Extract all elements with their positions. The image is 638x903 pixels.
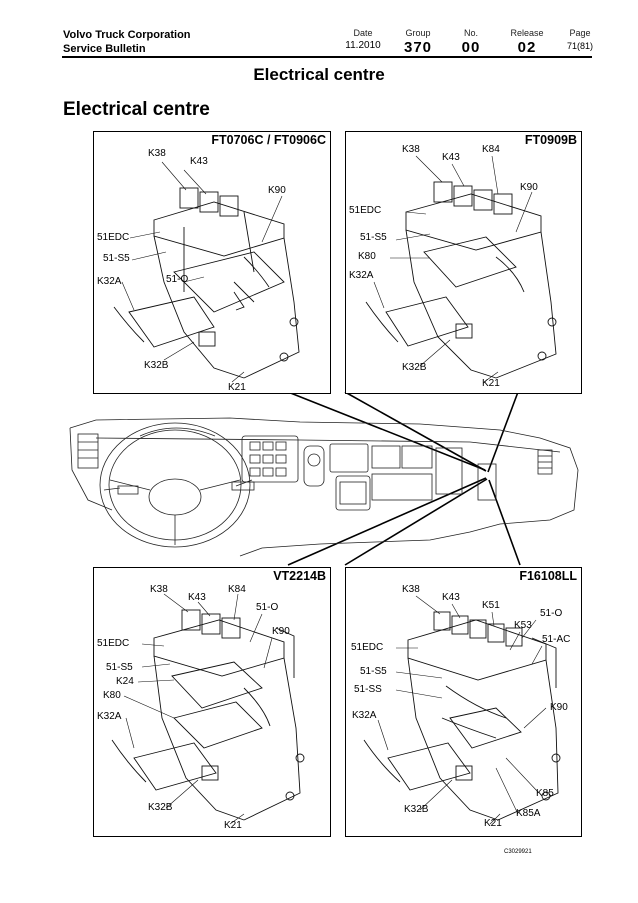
panel-title: F16108LL: [519, 569, 577, 583]
label-k38: K38: [150, 584, 168, 595]
label-51-o: 51-O: [256, 602, 279, 613]
relay-unit-drawing: [365, 155, 557, 383]
label-k21: K21: [224, 820, 242, 831]
label-k32b: K32B: [404, 804, 429, 815]
group-label: Group: [405, 28, 431, 38]
label-k90: K90: [268, 185, 286, 196]
label-k85a: K85A: [516, 808, 541, 819]
label-k84: K84: [482, 144, 500, 155]
label-k53: K53: [514, 620, 532, 631]
release-field: Release 02: [502, 27, 552, 57]
label-51edc: 51EDC: [351, 642, 384, 653]
label-k38: K38: [148, 148, 166, 159]
label-k90: K90: [272, 626, 290, 637]
label-k32b: K32B: [144, 360, 169, 371]
label-k38: K38: [402, 144, 420, 155]
label-k32b: K32B: [148, 802, 173, 813]
company-name: Volvo Truck Corporation: [63, 29, 191, 41]
page-label: Page: [569, 28, 591, 38]
label-k24: K24: [116, 676, 134, 687]
panel-title: FT0706C / FT0906C: [211, 133, 326, 147]
release-value: 02: [517, 39, 537, 56]
relay-unit-drawing: [111, 593, 305, 825]
label-k32a: K32A: [349, 270, 374, 281]
label-51-s5: 51-S5: [360, 666, 387, 677]
label-k90: K90: [520, 182, 538, 193]
label-k32a: K32A: [97, 276, 122, 287]
label-k21: K21: [484, 818, 502, 829]
section-title: Electrical centre: [63, 99, 210, 120]
label-k38: K38: [402, 584, 420, 595]
no-field: No. 00: [455, 27, 487, 57]
no-value: 00: [461, 39, 481, 56]
label-k80: K80: [103, 690, 121, 701]
label-k21: K21: [228, 382, 246, 393]
label-51edc: 51EDC: [97, 232, 130, 243]
relay-unit-drawing: [363, 595, 561, 825]
label-51-s5: 51-S5: [103, 253, 130, 264]
label-51-ac: 51-AC: [542, 634, 571, 645]
label-k51: K51: [482, 600, 500, 611]
panel-title: VT2214B: [273, 569, 326, 583]
label-k21: K21: [482, 378, 500, 389]
label-51edc: 51EDC: [97, 638, 130, 649]
label-k43: K43: [188, 592, 206, 603]
label-k43: K43: [190, 156, 208, 167]
group-field: Group 370: [398, 27, 438, 57]
page-value: 71(81): [566, 41, 593, 51]
no-label: No.: [463, 28, 478, 38]
label-51-o: 51-O: [166, 274, 189, 285]
page-title: Electrical centre: [253, 65, 385, 84]
label-k32a: K32A: [352, 710, 377, 721]
label-k85: K85: [536, 788, 554, 799]
label-51edc: 51EDC: [349, 205, 382, 216]
label-k32b: K32B: [402, 362, 427, 373]
label-51-s5: 51-S5: [106, 662, 133, 673]
panel-ft0706c: FT0706C / FT0906C: [93, 131, 331, 394]
label-51-ss: 51-SS: [354, 684, 382, 695]
label-k84: K84: [228, 584, 246, 595]
date-value: 11.2010: [345, 40, 381, 51]
label-51-s5: 51-S5: [360, 232, 387, 243]
label-k43: K43: [442, 592, 460, 603]
label-51-o: 51-O: [540, 608, 563, 619]
company-name-block: Volvo Truck Corporation Service Bulletin: [63, 28, 191, 56]
group-value: 370: [403, 39, 433, 56]
panel-ft0909b: FT0909B: [345, 131, 582, 394]
label-k32a: K32A: [97, 711, 122, 722]
header-rule: [62, 56, 592, 58]
doc-type: Service Bulletin: [63, 43, 146, 55]
label-k80: K80: [358, 251, 376, 262]
label-k43: K43: [442, 152, 460, 163]
date-label: Date: [353, 28, 373, 38]
panel-title: FT0909B: [524, 133, 577, 147]
date-field: Date 11.2010: [340, 27, 386, 53]
page-field: Page 71(81): [560, 27, 600, 53]
panel-f16108ll: F16108LL: [345, 567, 582, 837]
release-label: Release: [510, 28, 544, 38]
relay-unit-drawing: [113, 161, 300, 383]
label-k90: K90: [550, 702, 568, 713]
panel-vt2214b: VT2214B: [93, 567, 331, 837]
figure-code: C3029921: [504, 849, 532, 855]
